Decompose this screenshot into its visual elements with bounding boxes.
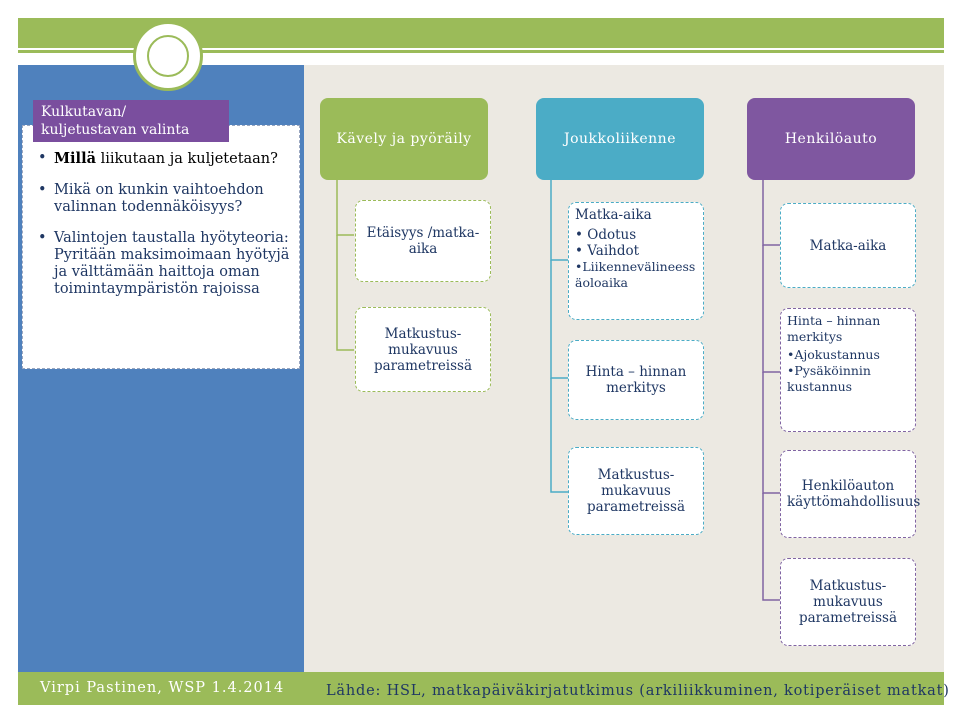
- car-card-availability: Henkilöauton käyttömahdollisuus: [780, 450, 921, 538]
- bottom-bar: [18, 672, 944, 705]
- card-title: Matka-aika: [575, 207, 652, 223]
- card-text: Matka-aika: [809, 237, 887, 254]
- card-item: •Liikennevälineessäoloaika: [575, 259, 696, 290]
- sidebar-bullets: Millä liikutaan ja kuljetetaan? Mikä on …: [38, 150, 298, 298]
- footer-source: Lähde: HSL, matkapäiväkirjatutkimus (ark…: [326, 683, 950, 699]
- card-title: Hinta – hinnan merkitys: [787, 313, 881, 344]
- card-text: Hinta – hinnan merkitys: [585, 364, 687, 396]
- bullet-text: liikutaan ja kuljetetaan?: [95, 151, 278, 167]
- transit-card-comfort: Matkustus-mukavuus parametreissä: [568, 447, 704, 535]
- card-text: Matkustus-mukavuus parametreissä: [586, 467, 686, 515]
- footer-author: Virpi Pastinen, WSP 1.4.2014: [40, 680, 285, 696]
- transit-card-traveltime: Matka-aika • Odotus • Vaihdot •Liikennev…: [568, 202, 704, 320]
- column-header-walk: Kävely ja pyöräily: [320, 98, 488, 180]
- bullet-item: Valintojen taustalla hyötyteoria: Pyritä…: [38, 230, 298, 298]
- card-item: • Odotus: [575, 227, 637, 243]
- car-card-comfort: Matkustus-mukavuus parametreissä: [780, 558, 916, 646]
- bullet-strong: Millä: [54, 150, 96, 167]
- bullet-item: Mikä on kunkin vaihtoehdon valinnan tode…: [38, 182, 298, 216]
- bullet-item: Millä liikutaan ja kuljetetaan?: [38, 150, 298, 168]
- walk-card-distance: Etäisyys /matka-aika: [355, 200, 491, 282]
- card-item: •Pysäköinnin kustannus: [787, 363, 871, 394]
- card-text: Matkustus-mukavuus parametreissä: [373, 325, 473, 374]
- column-header-car: Henkilöauto: [747, 98, 915, 180]
- car-card-price: Hinta – hinnan merkitys •Ajokustannus •P…: [780, 308, 916, 432]
- circle-logo-icon: [133, 21, 203, 91]
- transit-card-price: Hinta – hinnan merkitys: [568, 340, 704, 420]
- card-text: Etäisyys /matka-aika: [366, 225, 480, 257]
- card-text: Henkilöauton käyttömahdollisuus: [787, 478, 921, 510]
- card-item: • Vaihdot: [575, 243, 640, 259]
- car-card-traveltime: Matka-aika: [780, 203, 916, 288]
- top-rule: [18, 50, 944, 53]
- sidebar-label: Kulkutavan/ kuljetustavan valinta: [33, 100, 229, 142]
- card-item: •Ajokustannus: [787, 347, 880, 362]
- card-text: Matkustus-mukavuus parametreissä: [798, 578, 898, 626]
- walk-card-comfort: Matkustus-mukavuus parametreissä: [355, 307, 491, 392]
- column-header-transit: Joukkoliikenne: [536, 98, 704, 180]
